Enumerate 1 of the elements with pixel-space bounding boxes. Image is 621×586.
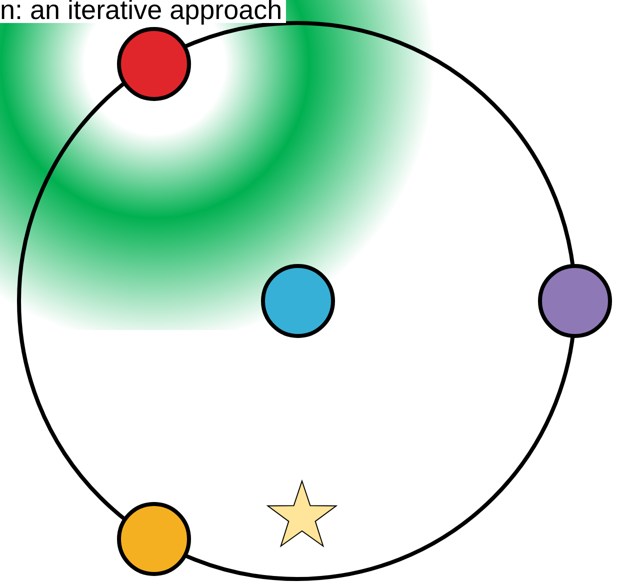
star-shape (266, 479, 338, 549)
